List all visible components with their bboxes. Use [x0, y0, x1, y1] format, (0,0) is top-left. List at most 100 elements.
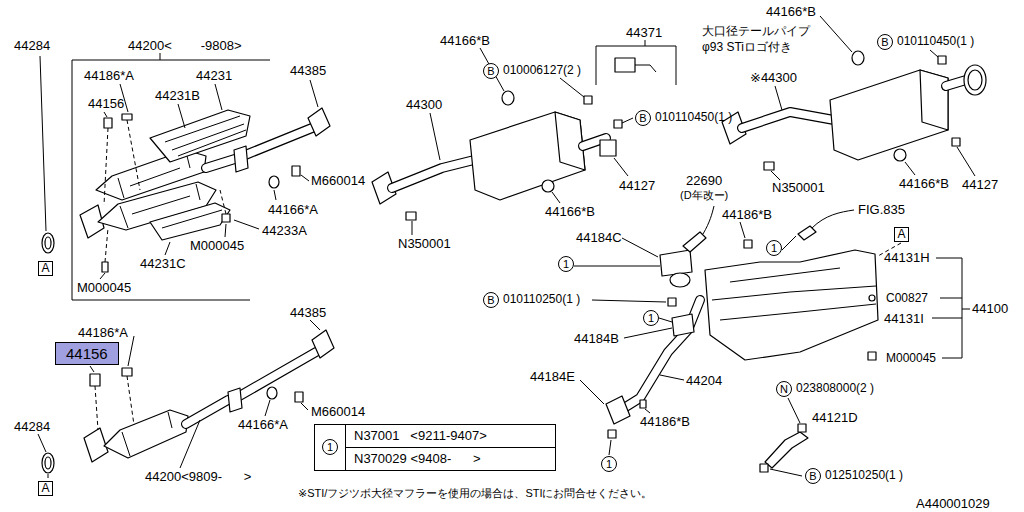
fastener-table: N37001 <9211-9407>N370029 <9408- > 1 — [314, 424, 556, 471]
table-cell: N37001 <9211-9407> — [346, 425, 555, 448]
front-exhaust-assembly-old-part — [150, 203, 230, 240]
circled-letter: B — [877, 34, 893, 50]
front-exhaust-assembly-old-part — [122, 114, 132, 120]
exhaust-manifold-part — [624, 300, 700, 408]
circled-letter: N — [776, 381, 792, 397]
exhaust-manifold-part — [705, 250, 878, 360]
part-number: 44127 — [962, 177, 998, 192]
front-exhaust-assembly-old-part — [162, 210, 222, 228]
front-exhaust-assembly-old-part — [102, 262, 108, 272]
front-exhaust-assembly-old-part — [72, 53, 270, 300]
part-number: 44186*B — [640, 414, 690, 429]
center-muffler-part — [392, 160, 474, 188]
node-text: B — [806, 469, 820, 483]
center-muffler-part — [596, 40, 676, 85]
center-muffler-part — [470, 112, 585, 200]
note-text: 大口径テールパイプ — [702, 24, 810, 39]
front-exhaust-assembly-old-part — [45, 237, 51, 249]
front-exhaust-assembly-new-part — [48, 376, 134, 480]
node-text: 1 — [559, 257, 573, 271]
exhaust-manifold-part — [606, 396, 630, 424]
rear-muffler-part — [920, 70, 948, 130]
part-number: 44186*B — [722, 207, 772, 222]
front-exhaust-assembly-new — [38, 320, 334, 480]
exhaust-manifold-part — [640, 400, 646, 408]
center-muffler-part — [412, 48, 633, 235]
part-number: 44166*A — [238, 417, 288, 432]
node-text: 1 — [644, 311, 658, 325]
exhaust-manifold-part — [683, 232, 706, 252]
front-exhaust-assembly-new-part — [186, 352, 316, 424]
front-exhaust-assembly-new-part — [104, 410, 188, 458]
front-exhaust-assembly-new-part — [228, 388, 242, 412]
part-number: 44385 — [290, 305, 326, 320]
part-number: 44156 — [88, 96, 124, 111]
part-number: M000045 — [190, 238, 244, 253]
front-exhaust-assembly-new-part — [295, 392, 303, 402]
node-text: B — [878, 35, 892, 49]
center-muffler-part — [584, 96, 592, 104]
exhaust-manifold-part — [869, 295, 875, 301]
table-cell: N370029 <9408- > — [346, 448, 555, 470]
part-number: 44200< -9808> — [128, 38, 241, 53]
front-exhaust-assembly-old-part — [104, 118, 112, 128]
rear-muffler-part — [894, 149, 906, 161]
part-number: FIG.835 — [858, 202, 905, 217]
part-number: 010006127(2 ) — [503, 63, 581, 78]
part-number: 44166*B — [545, 204, 595, 219]
circled-letter: B — [805, 468, 821, 484]
exhaust-manifold-part — [712, 268, 876, 320]
part-number: 010110250(1 ) — [503, 292, 580, 307]
part-number: 44300 — [406, 97, 442, 112]
part-number: 44284 — [14, 38, 50, 53]
node-text: B — [636, 111, 650, 125]
callout-circle: 1 — [322, 439, 338, 455]
node-text: B — [484, 64, 498, 78]
rear-muffler-part — [764, 162, 774, 170]
part-number: 44371 — [626, 25, 662, 40]
rear-muffler-part — [946, 80, 966, 86]
node-text: 1 — [323, 440, 337, 454]
center-muffler-part — [614, 120, 622, 128]
front-exhaust-assembly-old-part — [40, 56, 318, 279]
reference-box: A — [894, 227, 909, 242]
node-text: 44156 — [66, 345, 108, 362]
part-number: 012510250(1 ) — [825, 468, 903, 483]
callout-circle: 1 — [643, 310, 659, 326]
front-exhaust-assembly-new-part — [42, 453, 54, 473]
exhaust-manifold-part — [812, 210, 854, 228]
front-exhaust-assembly-old — [40, 53, 330, 300]
rear-muffler-part — [830, 70, 948, 160]
front-exhaust-assembly-old-part — [206, 128, 312, 168]
front-exhaust-assembly-new-part — [45, 457, 51, 469]
figure-id: A440001029 — [916, 496, 990, 511]
center-muffler-part — [406, 212, 416, 220]
rear-muffler-part — [938, 56, 946, 64]
part-number: N350001 — [772, 180, 825, 195]
part-number: ※44300 — [750, 70, 797, 85]
reference-box: A — [38, 261, 53, 276]
rear-muffler-part — [964, 65, 986, 95]
node-text: 1 — [767, 241, 781, 255]
footnote: ※STI/フジツボ大径マフラーを使用の場合は、STIにお問合せください。 — [298, 486, 653, 501]
exhaust-manifold-part — [798, 424, 806, 432]
part-number: 44200<9809- > — [145, 469, 251, 484]
front-exhaust-assembly-new-part — [38, 320, 320, 468]
rear-muffler-part — [771, 16, 975, 180]
rear-muffler-part — [742, 112, 834, 128]
rear-muffler-part — [742, 112, 834, 128]
exhaust-manifold-part — [798, 226, 816, 240]
part-number: M000045 — [77, 280, 131, 295]
part-number: 44131H — [884, 250, 930, 265]
node-text: A — [895, 228, 908, 241]
note-text: φ93 STiロゴ付き — [702, 40, 792, 55]
node-text: B — [484, 293, 498, 307]
part-number: 44284 — [14, 419, 50, 434]
part-number: 44186*A — [84, 68, 134, 83]
part-number: 44127 — [619, 178, 655, 193]
part-number: 44231B — [155, 88, 200, 103]
center-muffler-part — [502, 91, 514, 105]
exhaust-manifold — [574, 206, 970, 476]
front-exhaust-assembly-new-part — [122, 368, 132, 376]
exhaust-manifold-part — [624, 300, 700, 408]
